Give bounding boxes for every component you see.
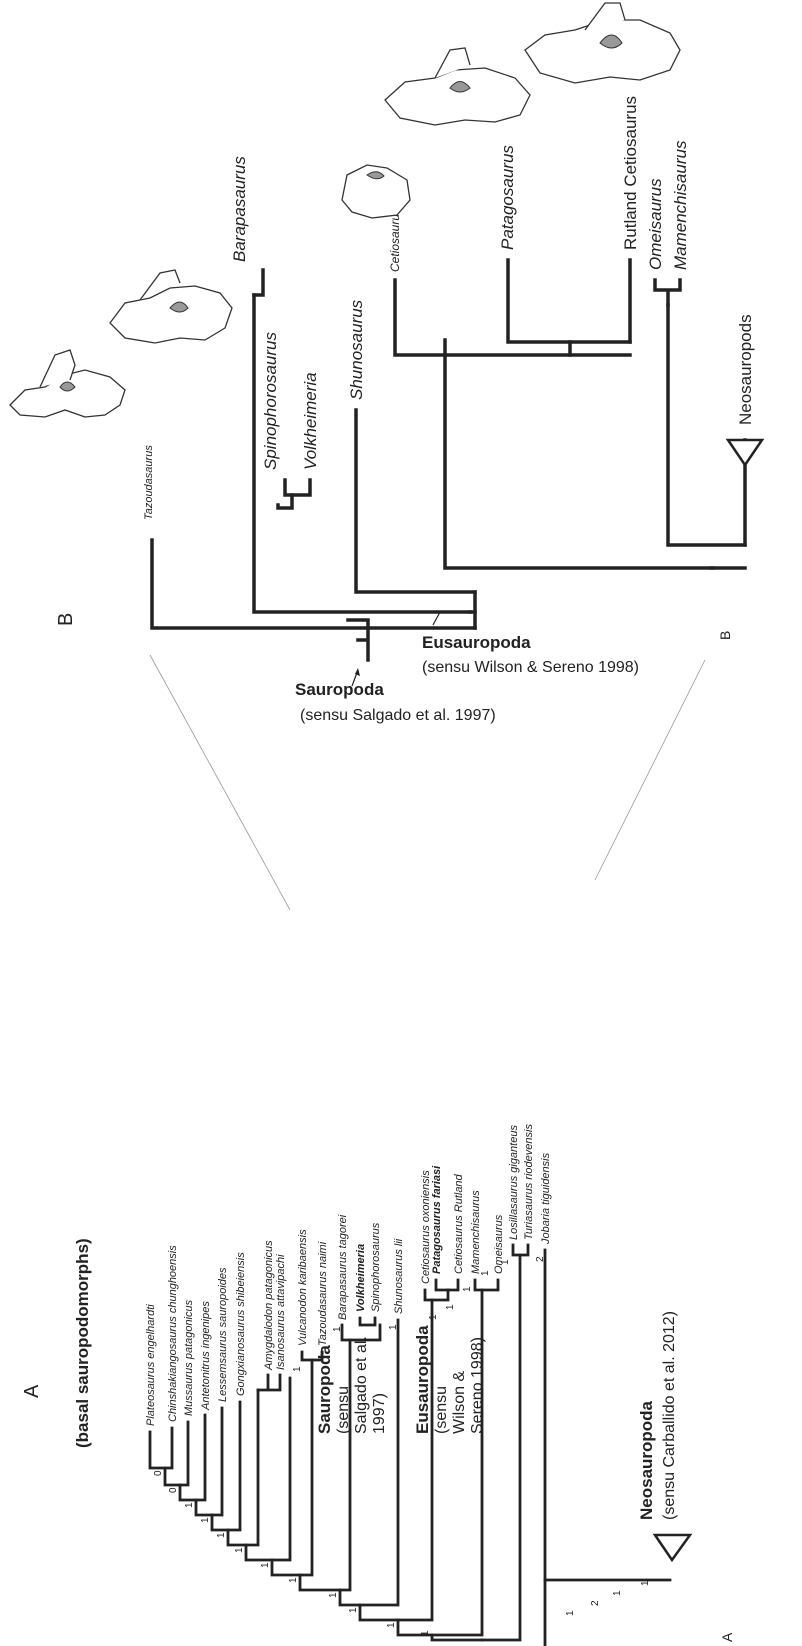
support-value: 1 xyxy=(480,1270,491,1276)
support-value: 1 xyxy=(348,1607,359,1613)
taxon-b-cetiosaurus: Cetiosaurus xyxy=(388,208,402,272)
support-value: 2 xyxy=(535,1256,546,1262)
taxon-b-shunosaurus: Shunosaurus xyxy=(347,299,366,400)
support-value: 1 xyxy=(260,1562,271,1568)
taxon-a-chinshakiangosaurus-chunghoensis: Chinshakiangosaurus chunghoensis xyxy=(167,1245,179,1422)
support-value: 2 xyxy=(590,1600,601,1606)
support-value: 1 xyxy=(612,1590,623,1596)
support-value: 1 xyxy=(292,1366,303,1372)
sauropoda-sensu-b: (sensu Salgado et al. 1997) xyxy=(300,707,496,724)
panel-a: Plateosaurus engelhardti Chinshakiangosau… xyxy=(21,1124,735,1646)
support-value: 1 xyxy=(500,1259,511,1265)
support-value: 0 xyxy=(168,1487,179,1493)
sauropoda-sensu-a-3: 1997) xyxy=(371,1393,388,1434)
eusauropoda-sensu-a-2: Wilson & xyxy=(451,1371,468,1434)
basal-group-label: (basal sauropodomorphs) xyxy=(73,1238,92,1448)
taxon-b-tazoudasaurus: Tazoudasaurus xyxy=(143,445,155,520)
support-value: 1 xyxy=(328,1592,339,1598)
vertebra-illustration-5 xyxy=(524,2,681,84)
support-value: 1 xyxy=(216,1532,227,1538)
taxon-a-amygdalodon-patagonicus: Amygdalodon patagonicus xyxy=(263,1240,275,1371)
sauropoda-label-a: Sauropoda xyxy=(315,1345,334,1434)
support-value: 1 xyxy=(386,1622,397,1628)
support-value: 1 xyxy=(445,1304,456,1310)
neosauropoda-sensu-a: (sensu Carballido et al. 2012) xyxy=(661,1311,678,1520)
taxon-b-patagosaurus: Patagosaurus xyxy=(498,145,517,250)
taxon-a-turiasaurus-riodevensis: Turiasaurus riodevensis xyxy=(523,1124,535,1240)
panel-a-footer-letter: A xyxy=(719,1632,735,1642)
taxon-a-losillasaurus-giganteus: Losillasaurus giganteus xyxy=(508,1125,520,1240)
taxon-a-isanosaurus-attavipachi: Isanosaurus attavipachi xyxy=(275,1254,287,1370)
taxon-b-rutland-cetiosaurus: Rutland Cetiosaurus xyxy=(621,96,640,250)
taxon-b-neosauropods: Neosauropods xyxy=(736,314,755,425)
support-value: 1 xyxy=(565,1610,576,1616)
eusauropoda-sensu-a-1: (sensu xyxy=(433,1386,450,1434)
guide-line-left xyxy=(149,654,291,911)
support-value: 1 xyxy=(234,1547,245,1553)
guide-line-right xyxy=(594,659,706,881)
eusauropoda-sensu-b: (sensu Wilson & Sereno 1998) xyxy=(422,659,639,676)
taxon-a-mussaurus-patagonicus: Mussaurus patagonicus xyxy=(183,1299,195,1416)
panel-b: Tazoudasaurus Barapasaurus Spinophorosau… xyxy=(9,2,765,911)
taxon-a-omeisaurus: Omeisaurus xyxy=(493,1214,505,1274)
neosauropods-triangle-b xyxy=(725,438,765,468)
panel-b-letter: B xyxy=(55,613,77,626)
taxon-a-vulcanodon-karibaensis: Vulcanodon karibaensis xyxy=(297,1229,309,1346)
support-value: 1 xyxy=(288,1577,299,1583)
support-value: 1 xyxy=(640,1580,651,1586)
support-value: 0 xyxy=(153,1470,164,1476)
vertebra-illustration-2 xyxy=(109,269,233,344)
panel-a-tree xyxy=(148,1243,672,1646)
support-value: 1 xyxy=(462,1286,473,1292)
panel-a-support: 0 0 1 1 1 1 1 1 1 1 1 1 1 1 1 1 2 1 2 1 1 1 1 1 1 xyxy=(153,1256,651,1636)
neosauropoda-triangle-a xyxy=(652,1533,693,1563)
support-value: 1 xyxy=(184,1502,195,1508)
taxon-a-patagosaurus-fariasi: Patagosaurus fariasi xyxy=(431,1165,443,1274)
support-value: 1 xyxy=(200,1517,211,1523)
eusauropoda-label-b: Eusauropoda xyxy=(422,633,531,652)
eusauropoda-sensu-a-3: Sereno 1998) xyxy=(469,1337,486,1434)
taxon-a-plateosaurus-engelhardti: Plateosaurus engelhardti xyxy=(145,1304,157,1426)
support-value: 1 xyxy=(388,1324,399,1330)
taxon-b-barapasaurus: Barapasaurus xyxy=(230,156,249,262)
vertebra-illustration-4 xyxy=(384,47,531,126)
taxon-a-spinophorosaurus: Spinophorosaurus xyxy=(370,1222,382,1312)
panel-a-taxa: Plateosaurus engelhardti Chinshakiangosau… xyxy=(145,1124,552,1426)
taxon-b-mamenchisaurus: Mamenchisaurus xyxy=(671,140,690,270)
eusauropoda-label-a: Eusauropoda xyxy=(413,1325,432,1434)
eusauropoda-arrow-b xyxy=(432,611,441,626)
support-value: 1 xyxy=(332,1326,343,1332)
taxon-a-barapasaurus-tagorei: Barapasaurus tagorei xyxy=(337,1214,349,1320)
panel-b-footer-letter: B xyxy=(717,631,733,640)
sauropoda-arrowhead-b xyxy=(355,668,360,676)
taxon-a-jobaria-tiguidensis: Jobaria tiguidensis xyxy=(540,1152,552,1245)
panel-a-letter: A xyxy=(21,1384,43,1398)
taxon-a-tazoudasaurus-naimi: Tazoudasaurus naimi xyxy=(317,1241,329,1346)
taxon-a-mamenchisaurus: Mamenchisaurus xyxy=(470,1190,482,1274)
taxon-a-gongxianosaurus-shibeiensis: Gongxianosaurus shibeiensis xyxy=(235,1252,247,1396)
neosauropoda-label-a: Neosauropoda xyxy=(637,1400,656,1520)
taxon-a-cetiosaurus-oxoniensis: Cetiosaurus oxoniensis xyxy=(420,1170,432,1284)
taxon-a-cetiosaurus-rutland: Cetiosaurus Rutland xyxy=(453,1173,465,1274)
taxon-b-spinophorosaurus: Spinophorosaurus xyxy=(261,332,280,470)
panel-b-tree xyxy=(150,258,747,662)
sauropoda-sensu-a-2: Salgado et al. xyxy=(353,1336,370,1434)
taxon-a-antetonitrus-ingenipes: Antetonitrus ingenipes xyxy=(200,1301,212,1411)
taxon-a-volkheimeria: Volkheimeria xyxy=(355,1244,367,1312)
taxon-b-volkheimeria: Volkheimeria xyxy=(301,372,320,470)
support-value: 1 xyxy=(420,1630,431,1636)
sauropoda-sensu-a-1: (sensu xyxy=(335,1386,352,1434)
taxon-a-shunosaurus-lii: Shunosaurus lii xyxy=(393,1238,405,1314)
support-value: 1 xyxy=(428,1314,439,1320)
vertebra-illustration-3 xyxy=(341,164,411,219)
vertebra-illustration-1 xyxy=(9,349,126,418)
sauropoda-label-b: Sauropoda xyxy=(295,680,384,699)
taxon-b-omeisaurus: Omeisaurus xyxy=(646,178,665,270)
taxon-a-lessemsaurus-sauropoides: Lessemsaurus sauropoides xyxy=(217,1267,229,1402)
